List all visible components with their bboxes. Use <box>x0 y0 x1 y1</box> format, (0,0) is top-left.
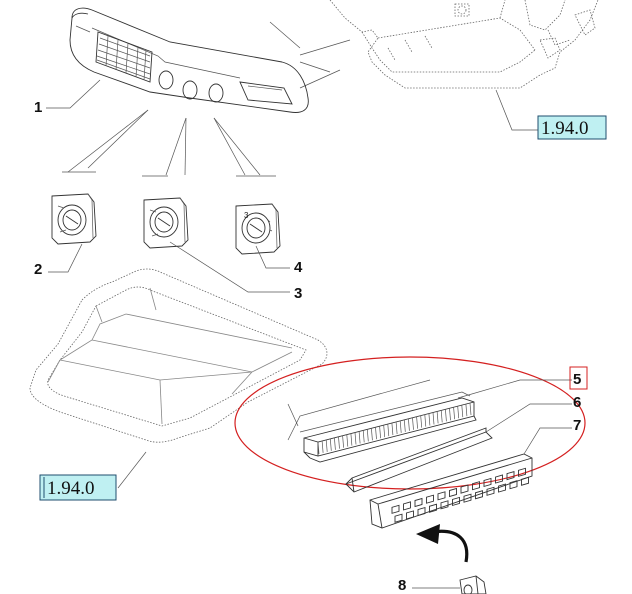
ghost-housing-top-right <box>269 0 599 89</box>
callout-2[interactable]: 2 <box>34 243 83 278</box>
knob-scale-mark: 3 <box>244 211 249 220</box>
callout-7[interactable]: 7 <box>573 417 581 434</box>
callout-8[interactable]: 8 <box>398 577 460 594</box>
part-3-knob <box>143 197 189 249</box>
callout-4[interactable]: 4 <box>255 245 303 276</box>
part-6-filter-pad[interactable] <box>345 427 493 493</box>
curved-arrow <box>416 524 469 563</box>
callout-1-label: 1 <box>34 99 42 116</box>
callout-8-label: 8 <box>398 577 406 594</box>
knob-leader-lines <box>62 109 276 177</box>
part-2-knob <box>51 193 97 245</box>
reference-box-top[interactable]: 1.94.0 <box>495 89 607 140</box>
part-4-knob: 3 <box>235 203 281 255</box>
callout-1[interactable]: 1 <box>34 79 101 116</box>
callout-left-reference-leader <box>117 451 147 489</box>
callout-2-label: 2 <box>34 261 42 278</box>
callout-5[interactable]: 5 <box>569 366 588 390</box>
callout-3-label: 3 <box>294 285 302 302</box>
callout-4-label: 4 <box>294 259 303 276</box>
part-1-bezel-panel <box>69 7 309 113</box>
part-5-filter-cartridge[interactable] <box>299 391 477 463</box>
callout-5-label: 5 <box>573 371 581 388</box>
part-8-clip[interactable] <box>459 575 487 594</box>
reference-box-left[interactable]: 1.94.0 <box>39 474 117 501</box>
reference-label-top: 1.94.0 <box>541 118 589 139</box>
callout-6[interactable]: 6 <box>573 394 581 411</box>
highlight-ellipse <box>234 356 586 490</box>
callout-5-selected-box <box>569 366 588 390</box>
filter-leader-lines <box>287 379 572 455</box>
callout-7-label: 7 <box>573 417 581 434</box>
callout-6-label: 6 <box>573 394 581 411</box>
part-7-grille-frame[interactable] <box>369 453 533 529</box>
ghost-housing-left <box>29 268 328 443</box>
reference-label-left: 1.94.0 <box>47 478 95 499</box>
callout-3[interactable]: 3 <box>169 241 302 302</box>
